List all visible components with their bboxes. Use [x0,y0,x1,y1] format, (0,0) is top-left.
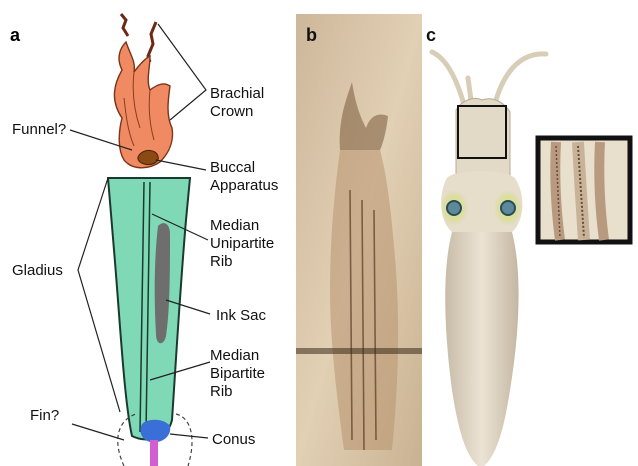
label-ink-sac: Ink Sac [216,307,267,324]
label-buccal-2: Apparatus [210,177,278,194]
label-conus: Conus [212,431,255,448]
panel-b-letter: b [306,25,317,45]
label-gladius: Gladius [12,262,63,279]
fossil-crack [296,348,422,354]
label-brachial-2: Crown [210,103,253,120]
label-brachial-1: Brachial [210,85,264,102]
label-median-uni-2: Unipartite [210,235,274,252]
right-eye [501,201,515,215]
brachial-crown [114,42,172,168]
conus [140,420,170,443]
label-median-bi-3: Rib [210,383,233,400]
squid-mantle [445,232,518,466]
inset [538,138,630,242]
label-buccal-1: Buccal [210,159,255,176]
panel-a: a [10,14,278,466]
label-funnel: Funnel? [12,121,66,138]
label-median-uni-3: Rib [210,253,233,270]
panel-a-letter: a [10,25,21,45]
buccal-apparatus [138,150,158,164]
squid-arms [456,98,510,178]
panel-b: b [296,14,422,466]
label-median-bi-1: Median [210,347,259,364]
label-median-bi-2: Bipartite [210,365,265,382]
panel-c-letter: c [426,25,436,45]
panel-c: c [426,25,630,466]
conus-tail [150,440,158,466]
label-fin: Fin? [30,407,59,424]
left-eye [447,201,461,215]
label-median-uni-1: Median [210,217,259,234]
